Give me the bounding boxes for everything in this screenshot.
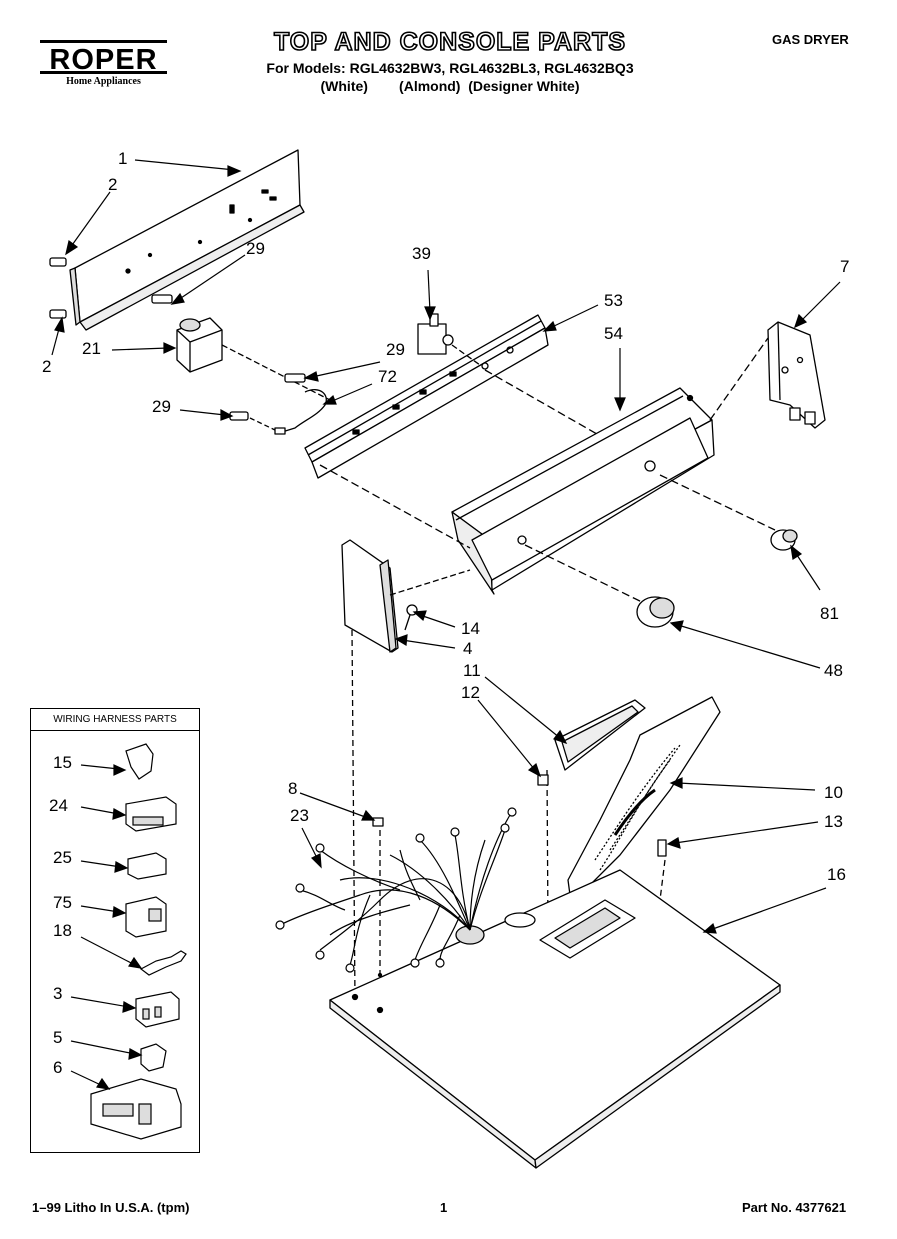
part-72-wire	[281, 389, 327, 433]
callout-14: 14	[461, 619, 480, 638]
callout-16: 16	[827, 865, 846, 884]
part-81-button	[770, 529, 798, 551]
part-13-screw	[657, 839, 667, 857]
brand-name: ROPER	[40, 40, 167, 76]
callout-29-b: 29	[386, 340, 405, 359]
wiring-callout-5: 5	[53, 1028, 63, 1047]
callout-21: 21	[82, 339, 101, 358]
wiring-callout-15: 15	[53, 753, 72, 772]
part-8-clip	[372, 817, 384, 827]
models-line: For Models: RGL4632BW3, RGL4632BL3, RGL4…	[266, 60, 634, 76]
callout-4: 4	[463, 639, 473, 658]
callout-2-bottom: 2	[42, 357, 52, 376]
callout-23: 23	[290, 806, 309, 825]
part-29-screw-b	[284, 373, 306, 383]
callout-1: 1	[118, 149, 128, 168]
footer-page-number: 1	[440, 1200, 448, 1215]
callout-53: 53	[604, 291, 623, 310]
part-11-lens	[554, 699, 646, 771]
callout-2-top: 2	[108, 175, 118, 194]
wiring-callout-3: 3	[53, 984, 63, 1003]
part-16-top	[329, 869, 781, 1169]
callout-29-c: 29	[152, 397, 171, 416]
part-1-panel	[69, 149, 305, 331]
part-21-timer	[176, 317, 223, 373]
part-23-harness	[275, 807, 517, 973]
part-29-screw-a	[151, 294, 173, 304]
callout-12: 12	[461, 683, 480, 702]
callout-8: 8	[288, 779, 298, 798]
part-54-console	[451, 387, 715, 595]
callout-29-a: 29	[246, 239, 265, 258]
footer-part-number: Part No. 4377621	[742, 1200, 847, 1215]
part-2-screws	[49, 257, 67, 319]
wiring-harness-parts-box: WIRING HARNESS PARTS	[30, 708, 200, 1153]
callout-54: 54	[604, 324, 623, 343]
wiring-box-title: WIRING HARNESS PARTS	[31, 709, 199, 731]
callout-10: 10	[824, 783, 843, 802]
callout-48: 48	[824, 661, 843, 680]
part-48-knob	[636, 596, 675, 628]
callout-81: 81	[820, 604, 839, 623]
wiring-callout-18: 18	[53, 921, 72, 940]
part-39-switch	[417, 313, 454, 355]
wiring-callout-25: 25	[53, 848, 72, 867]
part-7-endcap	[767, 321, 826, 429]
callout-39: 39	[412, 244, 431, 263]
wiring-callout-6: 6	[53, 1058, 63, 1077]
part-14-clip	[404, 604, 418, 631]
roper-logo: ROPER Home Appliances	[40, 38, 167, 87]
part-4-plate	[341, 539, 399, 653]
callout-72: 72	[378, 367, 397, 386]
callout-11: 11	[463, 661, 481, 680]
doc-type-label: GAS DRYER	[772, 32, 849, 47]
footer-litho: 1–99 Litho In U.S.A. (tpm)	[32, 1200, 190, 1215]
wiring-callout-24: 24	[49, 796, 68, 815]
wiring-parts-drawings	[70, 743, 187, 1140]
wiring-callout-75: 75	[53, 893, 72, 912]
part-12-screw	[537, 774, 549, 786]
part-53-bracket	[304, 314, 549, 479]
brand-subtitle: Home Appliances	[66, 76, 141, 87]
callout-13: 13	[824, 812, 843, 831]
page-title: TOP AND CONSOLE PARTS	[273, 27, 627, 57]
colors-line: (White) (Almond) (Designer White)	[320, 78, 580, 94]
callout-7: 7	[840, 257, 850, 276]
